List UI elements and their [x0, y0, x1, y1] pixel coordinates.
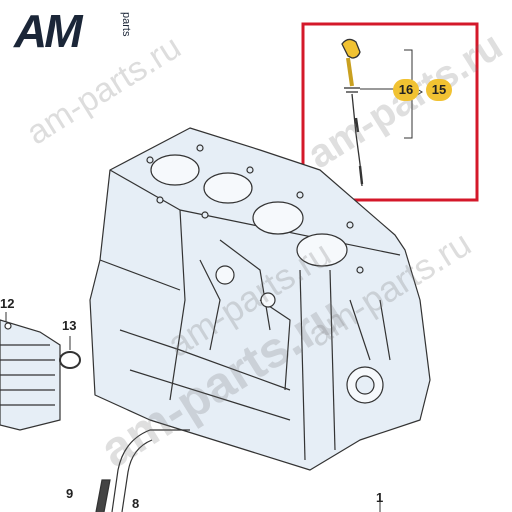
callout-12[interactable]: 12 — [0, 296, 15, 311]
brand-logo-text: AM — [14, 5, 83, 57]
callout-8[interactable]: 8 — [132, 496, 140, 511]
callout-1[interactable]: 1 — [376, 490, 384, 505]
brand-logo: AM parts — [14, 5, 144, 57]
callout-leaders — [360, 49, 423, 139]
dipstick-tube-part — [95, 429, 190, 512]
engine-block — [89, 127, 431, 471]
callout-13[interactable]: 13 — [62, 318, 77, 333]
callout-9[interactable]: 9 — [66, 486, 74, 501]
highlight-box — [301, 22, 479, 202]
callout-15[interactable]: 15 — [426, 79, 452, 101]
brand-logo-subtext: parts — [120, 12, 132, 37]
oil-cooler-part — [0, 319, 61, 431]
o-ring-part — [59, 351, 81, 369]
callout-leaders-lower — [5, 312, 381, 512]
callout-16[interactable]: 16 — [393, 79, 419, 101]
dipstick-part — [341, 38, 364, 187]
